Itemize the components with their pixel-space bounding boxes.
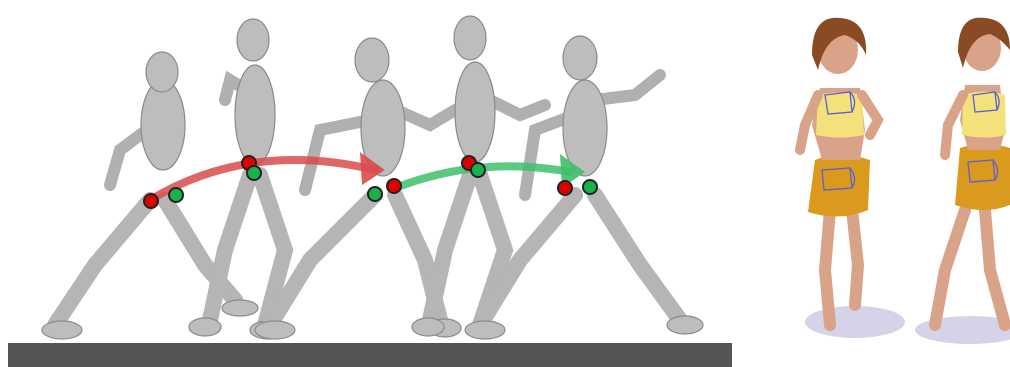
marker-green-5	[583, 180, 597, 194]
marker-red-1	[144, 194, 158, 208]
marker-red-5	[558, 181, 572, 195]
cartoon-woman-1	[800, 18, 905, 338]
marker-green-3	[368, 187, 382, 201]
marker-green-1	[169, 188, 183, 202]
floor-bar	[8, 343, 732, 367]
marker-green-4	[471, 163, 485, 177]
marker-red-3	[387, 179, 401, 193]
ground-shadow-2	[915, 316, 1010, 344]
cartoon-woman-2	[915, 18, 1010, 344]
marker-green-2	[247, 166, 261, 180]
